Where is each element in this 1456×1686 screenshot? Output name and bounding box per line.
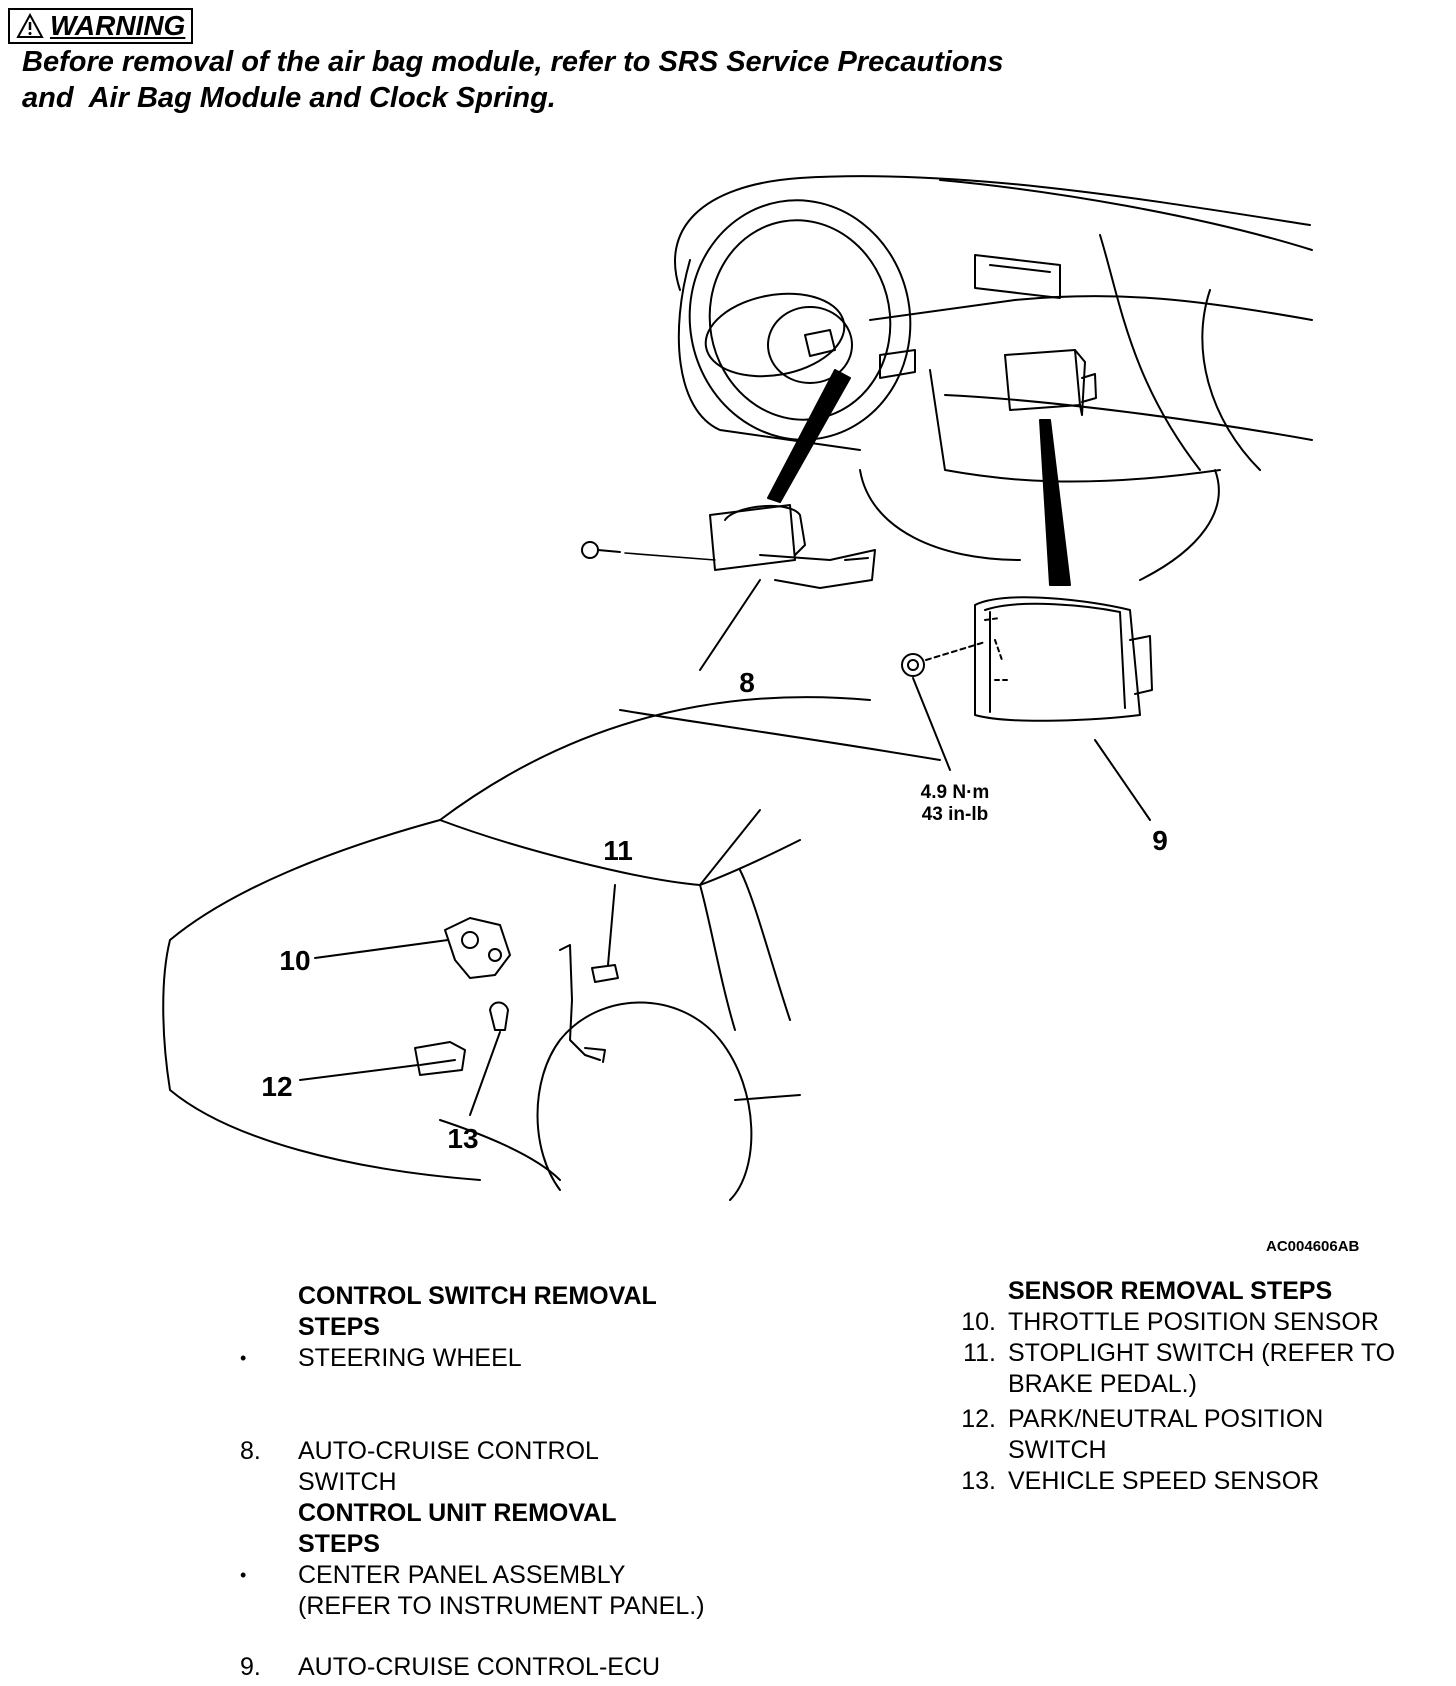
callout-13: 13 — [447, 1123, 478, 1154]
item-11-text-b: BRAKE PEDAL.) — [1008, 1370, 1197, 1398]
step-center-panel-a: CENTER PANEL ASSEMBLY — [298, 1561, 626, 1589]
warning-box: WARNING — [8, 8, 194, 44]
control-unit-heading-2: STEPS — [298, 1530, 380, 1558]
illustration: 8 9 10 11 12 13 4.9 N·m 43 in-lb — [162, 175, 1313, 1201]
callout-10: 10 — [279, 945, 310, 976]
item-10-text: THROTTLE POSITION SENSOR — [1008, 1308, 1379, 1336]
warning-line-1: Before removal of the air bag module, re… — [22, 46, 1004, 78]
item-11-number: 11. — [963, 1339, 996, 1367]
item-13-number: 13. — [961, 1467, 996, 1495]
control-switch-heading-2: STEPS — [298, 1313, 380, 1341]
item-11-text-a: STOPLIGHT SWITCH (REFER TO — [1008, 1339, 1396, 1367]
callout-12: 12 — [261, 1071, 292, 1102]
torque-inlb: 43 in-lb — [922, 804, 989, 825]
warning-triangle-icon — [16, 13, 44, 38]
item-10-number: 10. — [961, 1308, 996, 1336]
control-switch-heading-1: CONTROL SWITCH REMOVAL — [298, 1282, 657, 1310]
car-illustration — [162, 696, 941, 1201]
item-9-text: AUTO-CRUISE CONTROL-ECU — [298, 1653, 661, 1681]
bullet-icon: • — [240, 1348, 247, 1368]
item-12-text-a: PARK/NEUTRAL POSITION — [1008, 1405, 1324, 1433]
item-12-number: 12. — [961, 1405, 996, 1433]
warning-text: Before removal of the air bag module, re… — [22, 44, 1222, 116]
control-switch-illustration — [581, 504, 876, 671]
callout-9: 9 — [1152, 825, 1168, 856]
ecu-illustration — [901, 596, 1153, 821]
sensor-heading: SENSOR REMOVAL STEPS — [1008, 1277, 1333, 1305]
figure-code: AC004606AB — [1266, 1238, 1360, 1255]
dashboard-illustration — [674, 175, 1313, 586]
item-13-text: VEHICLE SPEED SENSOR — [1008, 1467, 1320, 1495]
control-steps-column: CONTROL SWITCH REMOVAL STEPS • STEERING W… — [240, 1281, 800, 1683]
item-12-text-b: SWITCH — [1008, 1436, 1107, 1464]
warning-label: WARNING — [50, 10, 186, 41]
bullet-icon: • — [240, 1565, 247, 1585]
torque-nm: 4.9 N·m — [921, 782, 990, 803]
sensor-steps-column: SENSOR REMOVAL STEPS 10. THROTTLE POSITIO… — [950, 1276, 1440, 1497]
step-center-panel-b: (REFER TO INSTRUMENT PANEL.) — [298, 1592, 705, 1620]
step-steering-wheel: STEERING WHEEL — [298, 1344, 522, 1372]
item-9-number: 9. — [240, 1653, 261, 1681]
control-unit-heading-1: CONTROL UNIT REMOVAL — [298, 1499, 617, 1527]
callout-11: 11 — [603, 835, 633, 866]
item-8-text-a: AUTO-CRUISE CONTROL — [298, 1437, 599, 1465]
callout-8: 8 — [739, 667, 755, 698]
warning-line-2: and Air Bag Module and Clock Spring. — [22, 82, 556, 114]
item-8-number: 8. — [240, 1437, 261, 1465]
item-8-text-b: SWITCH — [298, 1468, 397, 1496]
